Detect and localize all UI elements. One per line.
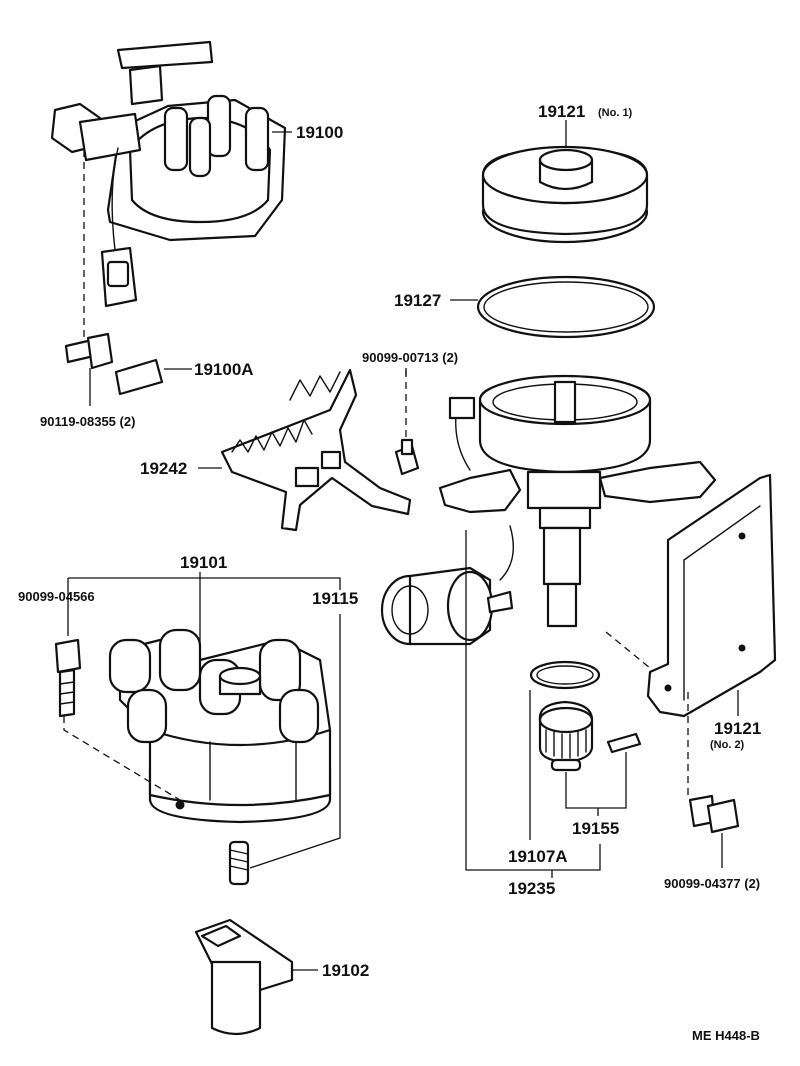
gear-19155 bbox=[538, 700, 594, 772]
reference-code: ME H448-B bbox=[692, 1028, 760, 1043]
bolt-90099-04566 bbox=[54, 638, 181, 801]
vacuum-advance-unit bbox=[380, 566, 514, 646]
label-90099-00713: 90099-00713 (2) bbox=[362, 350, 458, 365]
label-19242: 19242 bbox=[140, 459, 187, 478]
distributor-housing bbox=[438, 374, 717, 628]
label-90099-04377: 90099-04377 (2) bbox=[664, 876, 760, 891]
label-19100A: 19100A bbox=[194, 360, 254, 379]
distributor-assembly bbox=[50, 40, 287, 308]
pin bbox=[606, 732, 642, 754]
leader-lines bbox=[67, 120, 739, 971]
label-90119-08355: 90119-08355 (2) bbox=[40, 414, 135, 429]
label-19100: 19100 bbox=[296, 123, 343, 142]
label-19235: 19235 bbox=[508, 879, 555, 898]
label-19115: 19115 bbox=[312, 589, 358, 608]
label-90099-04566: 90099-04566 bbox=[18, 589, 95, 604]
label-19121-no2-sub: (No. 2) bbox=[710, 739, 745, 751]
label-19121-no2: 19121 bbox=[714, 719, 761, 738]
carbon-brush-19115 bbox=[228, 840, 250, 886]
label-19102: 19102 bbox=[322, 961, 369, 980]
label-19101: 19101 bbox=[180, 553, 227, 572]
bolt-90119-08355 bbox=[64, 332, 114, 370]
label-19121-no1-sub: (No. 1) bbox=[598, 107, 633, 119]
distributor-cap-19101 bbox=[108, 628, 332, 824]
label-19107A: 19107A bbox=[508, 847, 568, 866]
screw-90099-04377 bbox=[687, 692, 740, 834]
cover-19121-no1 bbox=[481, 145, 649, 244]
label-19127: 19127 bbox=[394, 291, 441, 310]
plate-19121-no2 bbox=[646, 473, 777, 718]
label-19121-no1: 19121 bbox=[538, 102, 585, 121]
rotor-19102 bbox=[194, 918, 294, 1036]
bracket-19242 bbox=[220, 368, 412, 532]
label-19155: 19155 bbox=[572, 819, 619, 838]
o-ring-19127 bbox=[476, 275, 656, 339]
screw-90099-00713 bbox=[394, 370, 420, 476]
seal-ring-19107A bbox=[529, 660, 601, 690]
label-plate-19100A bbox=[114, 358, 164, 396]
